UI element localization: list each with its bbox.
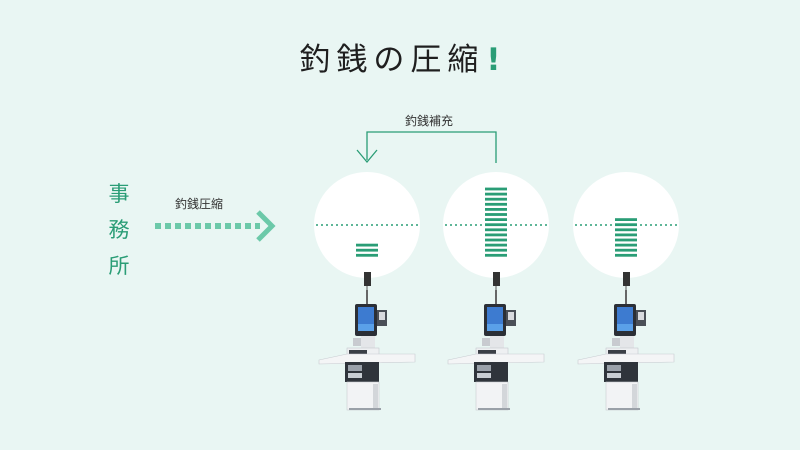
coin-bar [485,223,507,227]
coin-bar [615,243,637,247]
office-label: 事 務 所 [104,176,134,284]
page-title: 釣銭の圧縮! [0,34,800,79]
coin-bar [485,208,507,211]
coin-bar [615,223,637,227]
coin-bar [615,228,637,232]
register-machine-3 [577,289,675,411]
compress-label: 釣銭圧縮 [175,197,224,211]
coin-circle-1 [314,172,420,278]
coin-bar [615,238,637,242]
office-char-2: 務 [108,218,130,242]
coin-stack-2 [485,187,507,257]
coin-bar [485,192,507,196]
coin-stack-3 [615,218,637,257]
coin-bar [485,197,507,201]
office-char-1: 事 [108,182,130,206]
coin-bar [485,248,507,252]
coin-bar [485,202,507,206]
coin-bar [356,248,378,252]
coin-bar [356,253,378,257]
coin-bar [485,233,507,237]
compress-arrow [155,210,276,242]
supply-label: 釣銭補充 [405,114,454,128]
coin-bar [485,243,507,247]
office-char-3: 所 [108,254,130,278]
coin-bar [615,233,637,237]
coin-bar [485,213,507,216]
coin-bar [485,187,507,191]
title-text: 釣銭の圧縮 [299,42,485,78]
coin-bar [615,248,637,252]
supply-arrow [356,131,497,164]
coin-bar [485,228,507,232]
exclamation-mark: ! [486,42,501,78]
coin-stacks [356,187,637,257]
coin-bar [485,253,507,257]
coin-bar [615,253,637,257]
coin-bar [485,218,507,221]
coin-bar [485,238,507,242]
coin-stack-1 [356,243,378,257]
register-machine-2 [447,289,545,411]
register-machine-1 [318,289,416,411]
coin-bar [356,243,378,247]
coin-bar [615,218,637,221]
